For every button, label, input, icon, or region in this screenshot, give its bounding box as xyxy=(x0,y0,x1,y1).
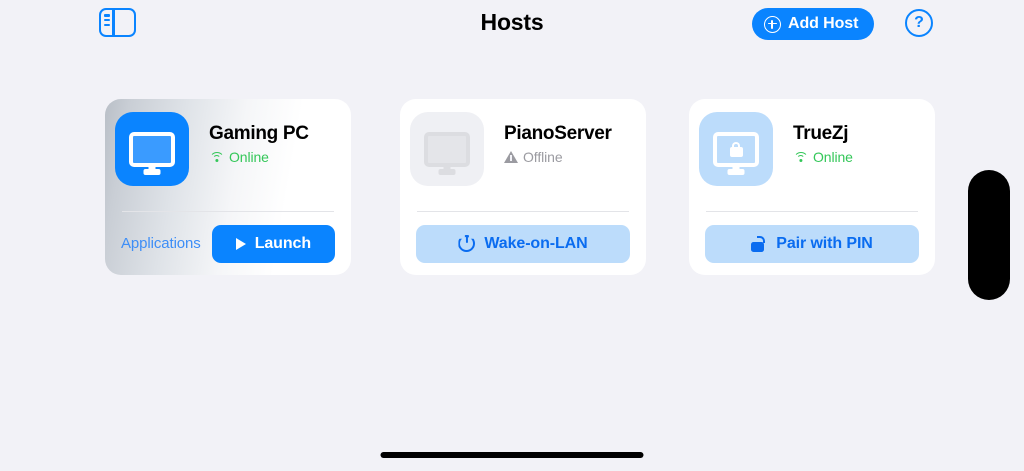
navigation-bar: Hosts Add Host ? xyxy=(0,0,1024,48)
sidebar-lines xyxy=(104,14,110,27)
lock-icon xyxy=(729,141,743,157)
help-icon[interactable]: ? xyxy=(905,9,933,37)
host-card[interactable]: PianoServer Offline Wake-on-LAN xyxy=(400,99,646,275)
unlock-icon xyxy=(751,235,767,252)
wifi-icon xyxy=(209,151,224,163)
host-name: TrueZj xyxy=(793,123,849,144)
launch-button[interactable]: Launch xyxy=(211,224,335,263)
pair-with-pin-button[interactable]: Pair with PIN xyxy=(705,224,919,263)
wake-on-lan-label: Wake-on-LAN xyxy=(484,234,588,252)
divider xyxy=(706,211,918,212)
warning-triangle-icon xyxy=(504,150,518,163)
status-label: Online xyxy=(813,148,853,165)
launch-label: Launch xyxy=(254,234,311,252)
plus-circle-icon xyxy=(764,15,781,33)
status-badge: Online xyxy=(793,149,853,165)
wifi-icon xyxy=(793,151,808,163)
sidebar-toggle-icon[interactable] xyxy=(99,8,136,37)
host-card-actions: Pair with PIN xyxy=(689,212,935,275)
host-info: TrueZj Online xyxy=(773,112,853,165)
status-badge: Online xyxy=(209,149,309,165)
host-info: PianoServer Offline xyxy=(484,112,612,165)
applications-link[interactable]: Applications xyxy=(121,235,201,252)
monitor-lock-icon xyxy=(699,112,773,186)
sidebar-divider xyxy=(112,10,115,35)
divider xyxy=(122,211,334,212)
host-card-header: TrueZj Online xyxy=(689,99,935,211)
side-pill-overlay xyxy=(968,170,1010,300)
pair-with-pin-label: Pair with PIN xyxy=(776,234,873,252)
add-host-label: Add Host xyxy=(788,15,859,32)
host-card[interactable]: Gaming PC Online Applications Launch xyxy=(105,99,351,275)
play-icon xyxy=(235,237,246,250)
host-card[interactable]: TrueZj Online Pair with PIN xyxy=(689,99,935,275)
divider xyxy=(417,211,629,212)
wake-on-lan-button[interactable]: Wake-on-LAN xyxy=(416,224,630,263)
status-label: Online xyxy=(229,148,269,165)
host-card-header: PianoServer Offline xyxy=(400,99,646,211)
host-card-list: Gaming PC Online Applications Launch xyxy=(0,99,1024,275)
status-label: Offline xyxy=(523,148,563,165)
status-badge: Offline xyxy=(504,149,612,165)
host-name: PianoServer xyxy=(504,123,612,144)
monitor-icon xyxy=(410,112,484,186)
home-indicator[interactable] xyxy=(380,452,644,458)
host-info: Gaming PC Online xyxy=(189,112,309,165)
power-icon xyxy=(458,234,476,252)
add-host-button[interactable]: Add Host xyxy=(752,8,875,40)
host-name: Gaming PC xyxy=(209,123,309,144)
host-card-actions: Wake-on-LAN xyxy=(400,212,646,275)
monitor-icon xyxy=(115,112,189,186)
host-card-header: Gaming PC Online xyxy=(105,99,351,211)
host-card-actions: Applications Launch xyxy=(105,212,351,275)
page-title: Hosts xyxy=(480,9,544,35)
